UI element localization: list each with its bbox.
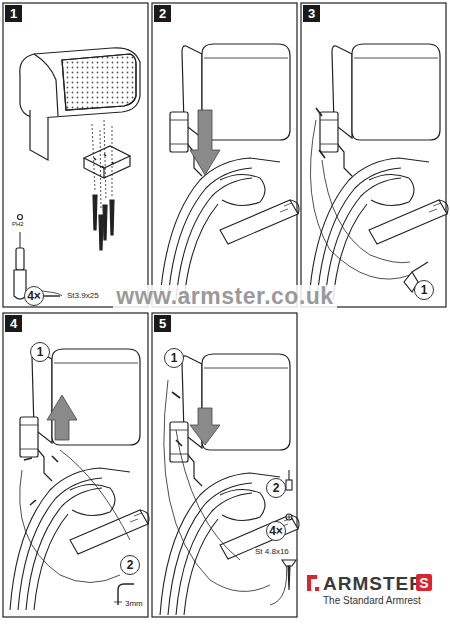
- brand-badge: S: [416, 574, 432, 591]
- callout-number: 1: [30, 342, 50, 362]
- watermark: www.armster.co.uk: [113, 285, 336, 308]
- callout-number: 1: [164, 348, 184, 368]
- panel-number: 3: [303, 5, 320, 22]
- dimension-label: 3mm: [124, 600, 144, 608]
- quantity-callout: 4×: [24, 286, 44, 306]
- callout-number: 1: [414, 280, 434, 300]
- panel-number: 4: [5, 315, 22, 332]
- panel-number: 2: [154, 5, 171, 22]
- screw-size-label: St 4.8x16: [254, 548, 290, 556]
- bit-size-label: PH2: [12, 221, 24, 227]
- callout-number: 2: [120, 555, 140, 575]
- screw-size-label: St3.9x25: [66, 292, 100, 300]
- callout-number: 2: [266, 478, 286, 498]
- quantity-callout: 4×: [266, 521, 286, 541]
- panel-number: 5: [154, 315, 171, 332]
- brand-tagline: The Standard Armrest: [323, 596, 421, 606]
- panel-number: 1: [5, 5, 22, 22]
- brand-name: ARMSTER: [323, 574, 424, 593]
